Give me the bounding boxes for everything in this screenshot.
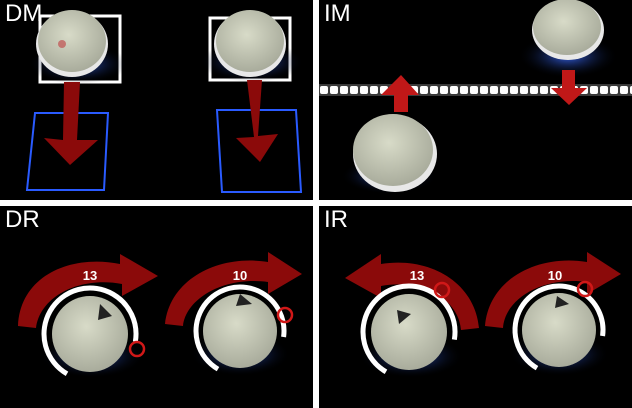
panel-label: DR bbox=[5, 206, 40, 233]
puck-device-icon bbox=[371, 294, 447, 370]
dm-right-target bbox=[215, 109, 303, 193]
red-highlight-circle-icon bbox=[128, 340, 146, 358]
dial-value: 13 bbox=[83, 268, 97, 283]
panel-label: DM bbox=[5, 0, 43, 27]
panel-label: IM bbox=[324, 0, 351, 27]
led-light-strip-icon bbox=[319, 84, 632, 96]
red-highlight-circle-icon bbox=[576, 280, 594, 298]
puck-device-icon bbox=[38, 10, 106, 72]
im-scene bbox=[319, 0, 632, 194]
direction-arrow-icon bbox=[381, 75, 419, 112]
direction-arrow-icon bbox=[236, 80, 278, 162]
panel-im: IM bbox=[319, 0, 632, 200]
dial-value: 10 bbox=[233, 268, 247, 283]
puck-device-icon bbox=[216, 10, 284, 72]
puck-device-icon bbox=[533, 0, 601, 55]
dr-right-knob: 10 bbox=[165, 252, 302, 378]
rotation-arc-arrow-icon bbox=[345, 254, 479, 330]
ir-right-knob: 10 bbox=[485, 252, 621, 377]
im-bottom-device bbox=[341, 114, 437, 194]
dm-left-device bbox=[28, 10, 128, 84]
puck-device-icon bbox=[353, 114, 433, 186]
im-top-device bbox=[518, 0, 618, 78]
dr-left-knob: 13 bbox=[18, 254, 158, 383]
dm-left-target bbox=[25, 112, 110, 191]
dial-tick-scale-icon bbox=[360, 283, 458, 381]
puck-device-icon bbox=[522, 293, 596, 367]
rotation-arc-arrow-icon bbox=[165, 252, 302, 326]
red-highlight-circle-icon bbox=[276, 306, 294, 324]
panel-dr: 13 10 DR bbox=[0, 206, 313, 408]
direction-arrow-icon bbox=[44, 82, 98, 165]
ir-scene: 13 10 bbox=[345, 252, 621, 381]
dial-value: 10 bbox=[548, 268, 562, 283]
panel-label: IR bbox=[324, 206, 348, 233]
panel-dm: DM bbox=[0, 0, 313, 200]
dial-value: 13 bbox=[410, 268, 424, 283]
dr-scene: 13 10 bbox=[18, 252, 302, 383]
panel-ir: 13 10 IR bbox=[319, 206, 632, 408]
direction-arrow-icon bbox=[551, 70, 587, 105]
dial-tick-scale-icon bbox=[512, 283, 606, 377]
rotation-arc-arrow-icon bbox=[485, 252, 621, 328]
red-highlight-circle-icon bbox=[433, 281, 451, 299]
dm-scene bbox=[25, 10, 304, 193]
rotation-arc-arrow-icon bbox=[18, 254, 158, 328]
dm-right-device bbox=[200, 10, 304, 82]
dial-tick-scale-icon bbox=[193, 284, 287, 378]
puck-device-icon bbox=[203, 294, 277, 368]
dial-tick-scale-icon bbox=[41, 285, 139, 383]
ir-left-knob: 13 bbox=[345, 254, 479, 381]
puck-device-icon bbox=[52, 296, 128, 372]
